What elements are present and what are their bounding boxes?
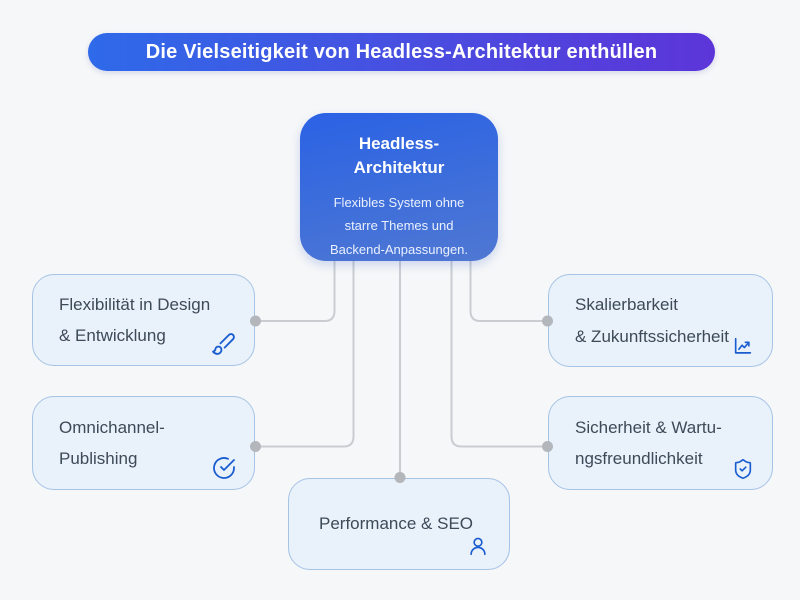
user-icon [467,535,489,557]
node-security: Sicherheit & Wartu- ngsfreundlichkeit [548,396,773,490]
trend-chart-icon [732,335,754,357]
center-node-description: Flexibles System ohne starre Themes und … [329,194,469,257]
node-omnichannel: Omnichannel- Publishing [32,396,255,490]
node-omnichannel-label: Omnichannel- Publishing [59,417,165,468]
center-node: Headless- Architektur Flexibles System o… [300,113,498,261]
check-circle-icon [212,456,236,480]
shield-check-icon [732,458,754,480]
title-banner: Die Vielseitigkeit von Headless-Architek… [88,33,715,71]
connector-flexibility [256,258,336,322]
paintbrush-icon [211,331,236,356]
diagram-title: Die Vielseitigkeit von Headless-Architek… [145,40,658,63]
node-flexibility: Flexibilität in Design & Entwicklung [32,274,255,366]
connector-omnichannel [256,258,355,448]
node-flexibility-label: Flexibilität in Design & Entwicklung [59,294,211,345]
node-scalability-label: Skalierbarkeit & Zukunftssicherheit [575,295,730,346]
node-security-label: Sicherheit & Wartu- ngsfreundlichkeit [575,417,722,468]
connector-scalability [469,258,547,322]
connector-security [450,258,547,448]
node-scalability: Skalierbarkeit & Zukunftssicherheit [548,274,773,367]
node-performance-label: Performance & SEO [319,514,474,534]
node-performance: Performance & SEO [288,478,510,570]
center-node-title: Headless- Architektur [353,134,445,177]
